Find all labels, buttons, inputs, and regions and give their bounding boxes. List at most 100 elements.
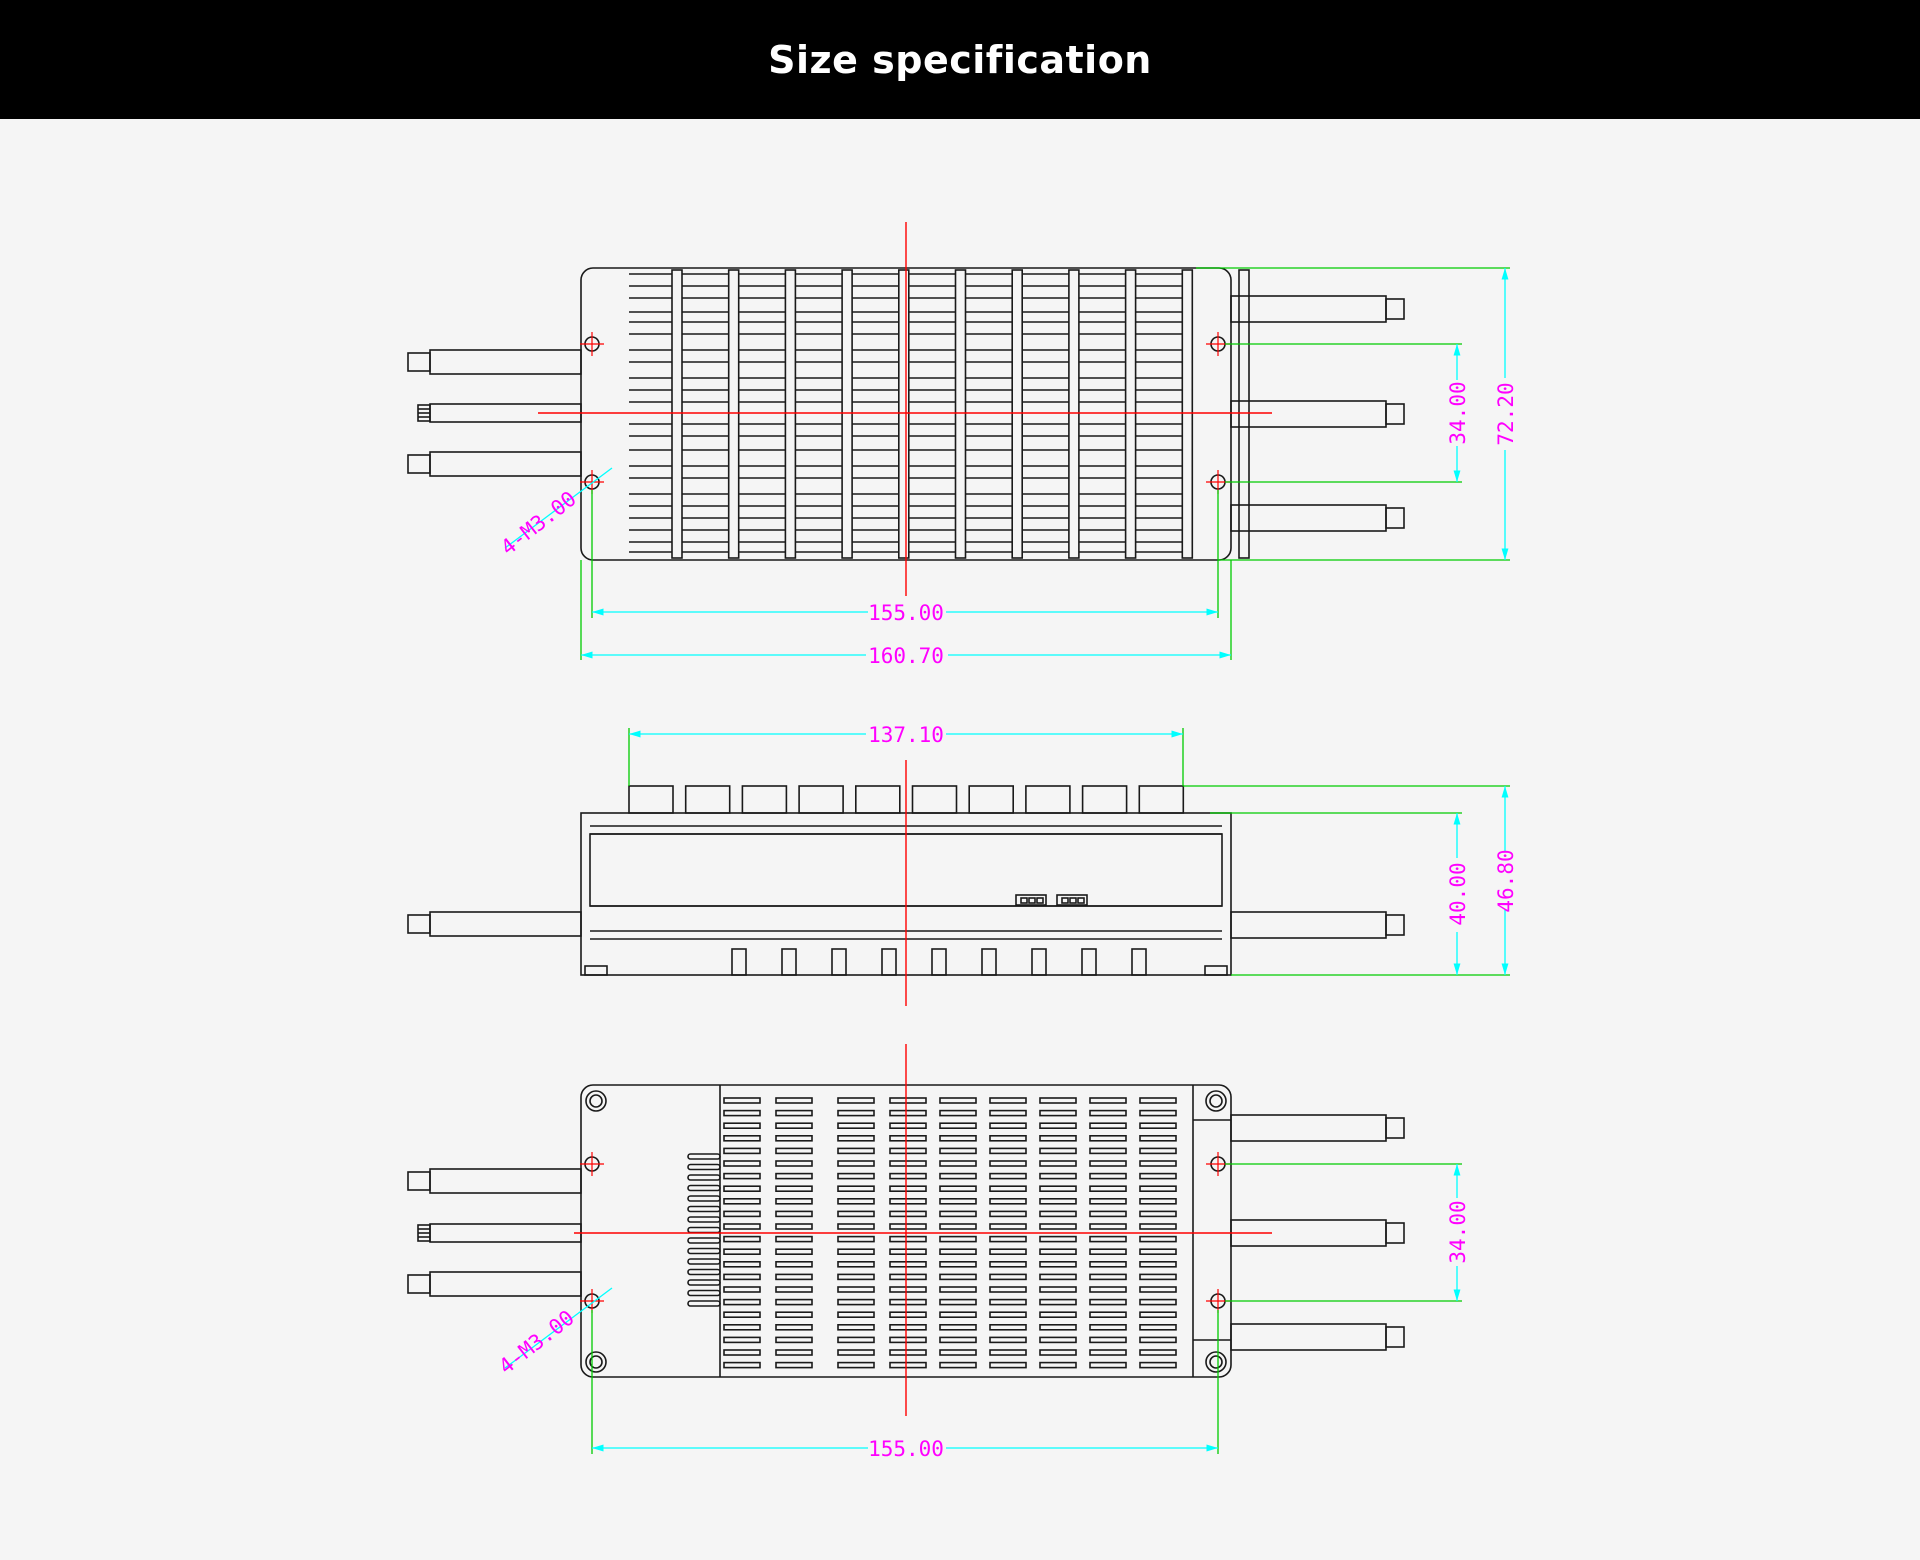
side-dimension-lines — [629, 730, 1509, 975]
bottom-fin-slot — [939, 1097, 977, 1104]
bottom-comb-tooth — [687, 1279, 721, 1286]
bottom-fin-slot — [723, 1248, 761, 1255]
bottom-comb-tooth — [687, 1174, 721, 1181]
side-top-fin — [741, 785, 788, 814]
bottom-comb-tooth — [687, 1195, 721, 1202]
bottom-fin-slot — [939, 1349, 977, 1356]
bottom-fin-slot — [989, 1122, 1027, 1129]
bottom-fin-slot — [837, 1248, 875, 1255]
bottom-fin-slot — [837, 1361, 875, 1369]
bottom-fin-slot — [889, 1298, 927, 1306]
bottom-fin-slot — [775, 1172, 813, 1180]
bottom-fin-slot — [889, 1248, 927, 1255]
bottom-fin-slot — [723, 1273, 761, 1281]
bottom-comb-tooth — [687, 1258, 721, 1265]
bottom-fin-slot — [1139, 1109, 1177, 1117]
bottom-fin-slot — [1089, 1198, 1127, 1205]
top-fin-rib — [727, 269, 740, 559]
side-extension-lines — [628, 728, 1510, 976]
bottom-fin-slot — [989, 1286, 1027, 1293]
bottom-fin-slot — [723, 1122, 761, 1129]
top-center-lines — [538, 222, 1272, 596]
bottom-fin-slot — [837, 1135, 875, 1142]
bottom-fin-slot — [1039, 1210, 1077, 1218]
bottom-fin-slot — [723, 1223, 761, 1230]
top-fin-rib — [1068, 269, 1080, 559]
top-hole-spacing-x-label: 155.00 — [868, 601, 944, 625]
bottom-fin-slot — [1139, 1235, 1177, 1243]
bottom-fin-slot — [1089, 1336, 1127, 1344]
bottom-fin-slot — [939, 1311, 977, 1318]
bottom-fin-slot — [989, 1324, 1027, 1331]
bottom-fin-slot — [775, 1122, 813, 1129]
bottom-fin-slot — [889, 1135, 927, 1142]
side-view: 137.10 40.00 46.80 — [407, 723, 1518, 1006]
bottom-fin-slot — [939, 1235, 977, 1243]
side-total-height-label: 46.80 — [1494, 849, 1518, 912]
side-top-fin — [1138, 785, 1185, 814]
bottom-fin-slot — [1089, 1248, 1127, 1255]
side-bottom-fin — [881, 948, 897, 976]
bottom-fin-slot — [1139, 1298, 1177, 1306]
bottom-fin-slot — [1139, 1324, 1177, 1331]
bottom-fin-slot — [939, 1109, 977, 1117]
bottom-fin-slot — [989, 1261, 1027, 1268]
bottom-fin-slot — [1089, 1235, 1127, 1243]
bottom-fin-slot — [989, 1336, 1027, 1344]
top-hole-callout: 4-M3.00 — [496, 487, 581, 560]
bottom-fin-slot — [989, 1349, 1027, 1356]
bottom-fin-slot — [837, 1198, 875, 1205]
bottom-fin-slot — [723, 1185, 761, 1192]
top-view: 155.00 160.70 34.00 72.20 4-M3.00 — [407, 222, 1518, 668]
bottom-fin-slot — [1139, 1361, 1177, 1369]
top-fin-rib — [954, 269, 967, 559]
side-top-fins — [628, 785, 1185, 814]
bottom-fin-slot — [1039, 1248, 1077, 1255]
bottom-fin-slot — [1089, 1324, 1127, 1331]
side-connector — [1015, 894, 1088, 906]
bottom-fin-slot — [989, 1172, 1027, 1180]
bottom-comb-tooth — [687, 1163, 721, 1171]
bottom-fin-slot — [939, 1147, 977, 1155]
bottom-fin-slot — [1089, 1349, 1127, 1356]
bottom-hole-spacing-y-label: 34.00 — [1446, 1200, 1470, 1263]
bottom-fin-slot — [1089, 1311, 1127, 1318]
bottom-fin-slot — [837, 1349, 875, 1356]
bottom-fin-slot — [1039, 1261, 1077, 1268]
bottom-fin-slot — [1039, 1135, 1077, 1142]
bottom-comb-tooth — [687, 1247, 721, 1255]
bottom-fin-slot — [1089, 1109, 1127, 1117]
bottom-fin-slot — [889, 1172, 927, 1180]
bottom-fin-slot — [775, 1324, 813, 1331]
bottom-fin-slot — [1039, 1147, 1077, 1155]
bottom-fin-slot — [989, 1298, 1027, 1306]
top-width-label: 72.20 — [1494, 382, 1518, 445]
bottom-fin-slot — [723, 1147, 761, 1155]
bottom-fin-slot — [889, 1261, 927, 1268]
bottom-fin-slot — [889, 1122, 927, 1129]
bottom-fin-slot — [837, 1172, 875, 1180]
bottom-fin-slot — [989, 1273, 1027, 1281]
bottom-fin-slot — [1039, 1198, 1077, 1205]
top-fin-rib — [841, 269, 853, 559]
bottom-fin-slot — [939, 1261, 977, 1268]
side-bottom-fin — [1131, 948, 1147, 976]
top-length-label: 160.70 — [868, 644, 944, 668]
bottom-fin-slot — [989, 1097, 1027, 1104]
bottom-fin-slot — [1089, 1210, 1127, 1218]
bottom-fin-slot — [723, 1198, 761, 1205]
side-bottom-fin — [981, 948, 997, 976]
bottom-corner-holes — [585, 1090, 1227, 1373]
bottom-fin-slot — [889, 1349, 927, 1356]
side-bottom-fin — [781, 948, 797, 976]
top-fin-rib — [671, 269, 683, 559]
side-top-fin — [628, 785, 674, 814]
bottom-fin-slot — [989, 1235, 1027, 1243]
bottom-fin-slot — [1089, 1160, 1127, 1167]
bottom-fin-slot — [1039, 1235, 1077, 1243]
bottom-fin-slot — [1039, 1172, 1077, 1180]
bottom-fin-slot — [775, 1198, 813, 1205]
bottom-fin-slot — [939, 1273, 977, 1281]
bottom-fin-slot — [775, 1235, 813, 1243]
